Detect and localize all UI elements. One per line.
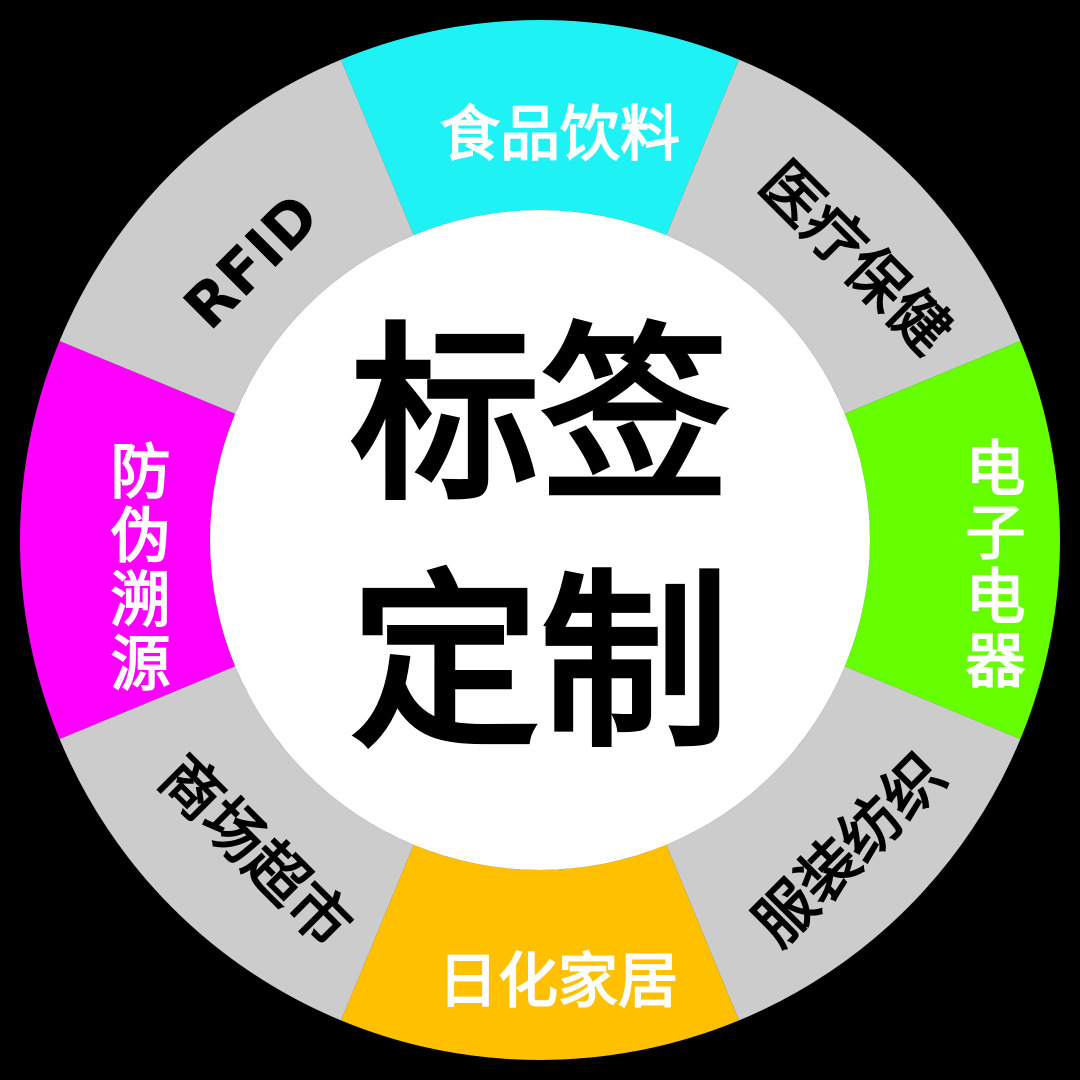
- segment-label-anti-counterfeit: 防伪溯源: [100, 440, 170, 696]
- segment-wedge: [341, 20, 739, 236]
- segment-wedge: [844, 341, 1060, 739]
- center-title: 标签 定制: [350, 293, 730, 787]
- segment-label-electronics: 电子电器: [955, 437, 1025, 693]
- segment-wedge: [341, 844, 739, 1060]
- center-title-line-1: 标签: [349, 306, 731, 527]
- center-title-line-2: 定制: [349, 553, 731, 774]
- segment-wedge: [666, 666, 1021, 1021]
- center-circle: [210, 210, 870, 870]
- segment-label-food-beverage: 食品饮料: [440, 100, 680, 170]
- segment-wedge: [20, 341, 236, 739]
- segment-wedge: [666, 59, 1021, 414]
- segment-wedge: [59, 59, 414, 414]
- segment-wedge: [59, 666, 414, 1021]
- segment-label-household: 日化家居: [438, 947, 678, 1017]
